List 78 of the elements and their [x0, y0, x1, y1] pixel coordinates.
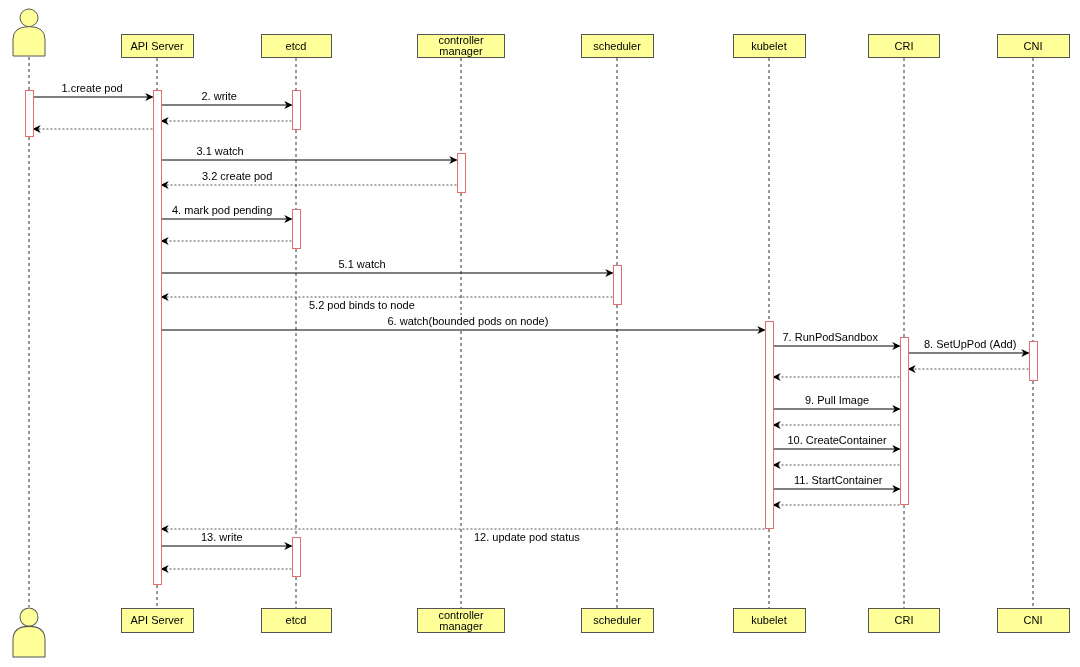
- participant-box: CRI: [868, 34, 940, 58]
- participant-box: scheduler: [580, 34, 654, 58]
- participant-box: controller manager: [417, 608, 505, 633]
- activation-bar: [1028, 341, 1038, 381]
- activation-bar: [152, 90, 162, 585]
- message-arrow: [160, 525, 765, 533]
- message-arrow: [161, 542, 293, 550]
- participant-box: API Server: [120, 608, 194, 633]
- message-arrow: [32, 125, 153, 133]
- message-arrow: [772, 373, 900, 381]
- message-label: 10. CreateContainer: [785, 434, 889, 447]
- activation-bar: [899, 337, 909, 505]
- message-label: 8. SetUpPod (Add): [922, 338, 1019, 351]
- message-arrow: [160, 293, 613, 301]
- participant-box: CNI: [996, 608, 1070, 633]
- message-label: 11. StartContainer: [792, 474, 885, 487]
- participant-box: CRI: [868, 608, 940, 633]
- lifeline: [295, 57, 297, 91]
- message-arrow: [773, 405, 901, 413]
- message-label: 13. write: [199, 531, 245, 544]
- lifeline: [28, 56, 30, 91]
- message-label: 5.2 pod binds to node: [307, 299, 417, 312]
- participant-box: kubelet: [732, 608, 806, 633]
- lifeline: [28, 136, 30, 608]
- lifeline: [156, 57, 158, 91]
- actor-figure: [12, 8, 46, 57]
- activation-bar: [24, 90, 34, 137]
- activation-bar: [291, 90, 301, 130]
- message-label: 2. write: [199, 90, 239, 103]
- message-label: 12. update pod status: [472, 531, 582, 544]
- message-arrow: [773, 445, 901, 453]
- message-arrow: [160, 237, 292, 245]
- message-arrow: [773, 342, 901, 350]
- participant-box: etcd: [260, 34, 332, 58]
- actor-figure: [12, 607, 46, 658]
- activation-bar: [291, 537, 301, 577]
- message-arrow: [161, 101, 293, 109]
- activation-bar: [291, 209, 301, 249]
- message-label: 6. watch(bounded pods on node): [385, 315, 551, 328]
- message-label: 1.create pod: [59, 82, 125, 95]
- activation-bar: [764, 321, 774, 529]
- message-label: 3.2 create pod: [200, 170, 275, 183]
- message-arrow: [161, 156, 458, 164]
- lifeline: [295, 129, 297, 210]
- message-label: 3.1 watch: [194, 145, 246, 158]
- lifeline: [1032, 380, 1034, 609]
- participant-box: CNI: [996, 34, 1070, 58]
- message-arrow: [907, 365, 1029, 373]
- message-arrow: [160, 181, 457, 189]
- lifeline: [616, 304, 618, 609]
- lifeline: [616, 57, 618, 266]
- message-label: 9. Pull Image: [803, 394, 872, 407]
- activation-bar: [456, 153, 466, 193]
- message-arrow: [908, 349, 1030, 357]
- participant-box: scheduler: [580, 608, 654, 633]
- lifeline: [1032, 57, 1034, 342]
- message-arrow: [160, 117, 292, 125]
- message-label: 4. mark pod pending: [170, 204, 275, 217]
- message-arrow: [161, 269, 614, 277]
- message-label: 5.1 watch: [336, 258, 388, 271]
- lifeline: [156, 584, 158, 609]
- lifeline: [768, 57, 770, 322]
- lifeline: [460, 57, 462, 154]
- participant-box: etcd: [260, 608, 332, 633]
- activation-bar: [612, 265, 622, 305]
- participant-box: API Server: [120, 34, 194, 58]
- message-arrow: [772, 501, 900, 509]
- message-arrow: [161, 215, 293, 223]
- message-arrow: [772, 461, 900, 469]
- message-arrow: [33, 93, 154, 101]
- message-arrow: [773, 485, 901, 493]
- lifeline: [903, 57, 905, 338]
- message-arrow: [161, 326, 766, 334]
- participant-box: kubelet: [732, 34, 806, 58]
- participant-box: controller manager: [417, 34, 505, 58]
- message-label: 7. RunPodSandbox: [780, 331, 880, 344]
- message-arrow: [772, 421, 900, 429]
- message-arrow: [160, 565, 292, 573]
